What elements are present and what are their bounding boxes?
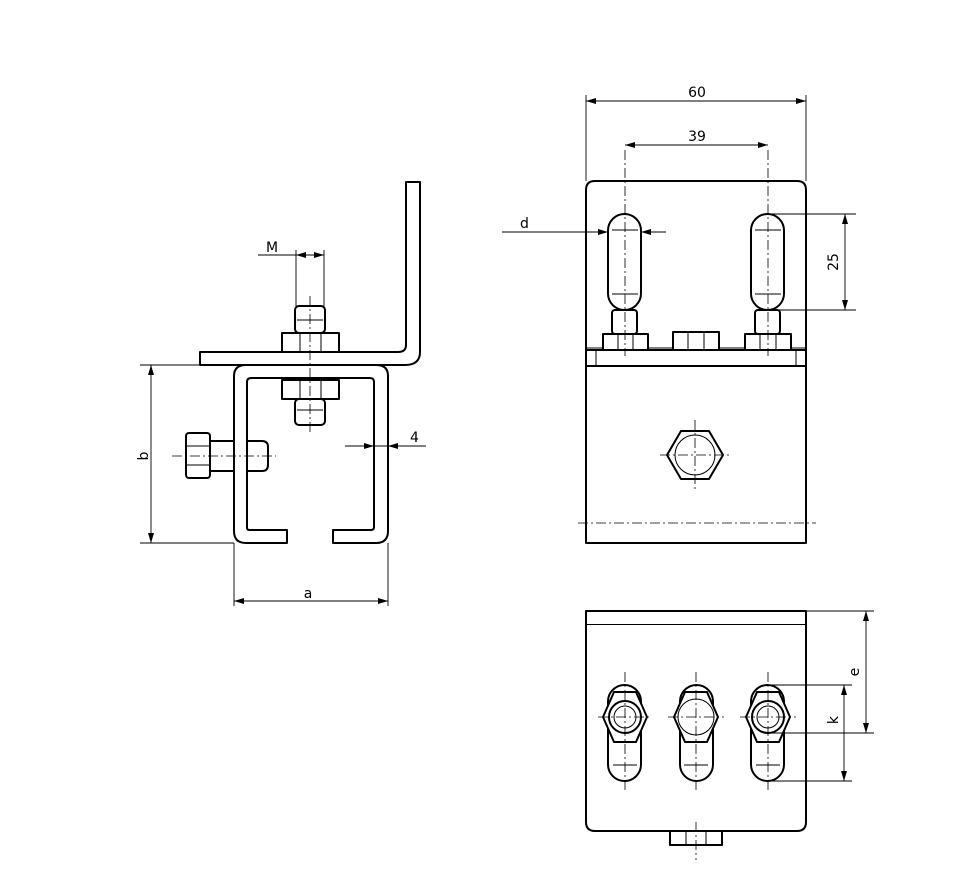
dim-label-e: e — [847, 668, 863, 677]
dim-label-b: b — [136, 451, 152, 460]
inner-bolt — [281, 379, 340, 426]
dim-4: 4 — [345, 430, 426, 449]
inner-nut — [281, 379, 340, 400]
dim-39: 39 — [625, 129, 768, 148]
front-flange-band — [585, 349, 807, 367]
front-middle-nut — [672, 331, 720, 351]
front-hex-head — [660, 420, 730, 490]
dim-label-M: M — [266, 240, 278, 256]
dim-25: 25 — [768, 213, 856, 311]
dim-60: 60 — [585, 85, 807, 181]
top-bolt — [281, 305, 340, 353]
top-slot-left — [598, 672, 652, 790]
top-slot-middle — [668, 672, 724, 790]
top-view-bottom-nut — [669, 822, 723, 860]
side-set-screw — [172, 432, 276, 479]
dim-label-25: 25 — [826, 253, 842, 271]
top-slot-right — [740, 672, 796, 790]
top-view-flange — [585, 610, 807, 626]
dim-label-k: k — [826, 715, 842, 724]
dim-a: a — [233, 543, 389, 606]
dim-b: b — [136, 364, 234, 544]
front-view: 60 39 d 25 — [502, 85, 856, 544]
dim-label-39: 39 — [688, 129, 706, 145]
dim-M: M — [258, 240, 325, 306]
c-channel-profile — [233, 364, 389, 544]
angle-bracket — [199, 181, 421, 366]
dim-label-60: 60 — [688, 85, 706, 101]
front-slot-left — [602, 150, 649, 356]
top-nut — [281, 332, 340, 353]
side-view: M 4 b a — [136, 181, 426, 606]
dim-label-d: d — [520, 216, 529, 232]
top-view: e k — [585, 610, 874, 860]
front-slot-right — [744, 150, 792, 356]
dim-e: e — [768, 610, 874, 734]
dim-label-4: 4 — [410, 430, 419, 446]
dim-k: k — [768, 684, 852, 782]
front-upper-plate — [585, 180, 807, 350]
dim-d: d — [502, 216, 666, 235]
dim-label-a: a — [304, 586, 313, 602]
